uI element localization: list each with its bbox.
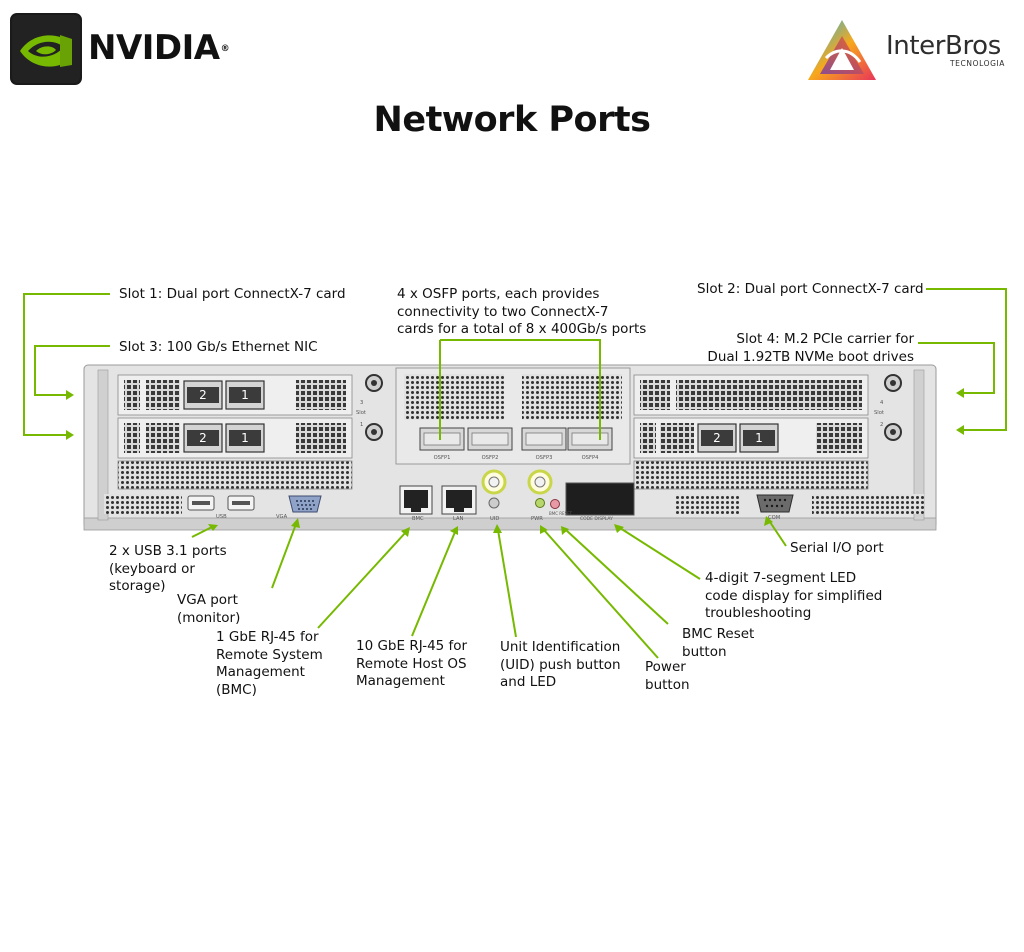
vga-line	[271, 523, 297, 589]
com-label: COM	[768, 515, 780, 521]
osfp-port-label: OSFP4	[582, 455, 599, 461]
usb-ports	[187, 495, 255, 511]
uid-button	[481, 469, 507, 509]
slot4-card	[633, 374, 869, 416]
vga-port	[288, 495, 322, 513]
callout-vga: VGA port (monitor)	[177, 592, 241, 626]
callout-osfp: 4 x OSFP ports, each provides connectivi…	[397, 286, 647, 337]
slot1-port-opening	[229, 387, 261, 403]
lan-rj45-port	[441, 485, 477, 515]
bmc-label: BMC	[412, 516, 424, 522]
nvidia-eye-icon	[10, 13, 82, 85]
vga-label: VGA	[276, 514, 288, 520]
io-vent-mid	[676, 494, 740, 514]
marker-right-mid: Slot	[874, 410, 884, 416]
bmc-reset-line	[565, 529, 669, 625]
bmc-reset-label: BMC RESET	[549, 511, 573, 516]
interbros-wordmark: InterBros	[886, 31, 1001, 61]
osfp-line-2	[440, 339, 601, 440]
marker-right-bottom: 2	[880, 422, 883, 428]
pwr-label: PWR	[531, 516, 543, 522]
slot3-port-number: 2	[199, 431, 207, 445]
bmc-reset-button	[550, 499, 560, 509]
callout-bmc-reset: BMC Reset button	[682, 626, 755, 660]
callout-usb: 2 x USB 3.1 ports (keyboard or storage)	[109, 543, 227, 594]
interbros-emblem-icon	[808, 20, 876, 80]
serial-line	[769, 521, 787, 547]
osfp-port-label: OSFP3	[536, 455, 553, 461]
io-vent-right	[812, 494, 924, 514]
slot1-port-number: 2	[199, 388, 207, 402]
slot3-port-opening	[229, 430, 261, 446]
thumb-screws	[365, 374, 902, 441]
osfp-port-label: OSFP1	[434, 455, 451, 461]
slot1-line	[23, 293, 110, 436]
power-line	[543, 529, 659, 659]
lan-line	[411, 531, 456, 637]
slot2-port-number: 1	[755, 431, 763, 445]
callout-arrowheads	[208, 516, 773, 537]
left-vent	[117, 460, 353, 490]
marker-left-top: 3	[360, 400, 363, 406]
uid-line	[497, 529, 517, 638]
nvidia-wordmark: NVIDIA®	[88, 28, 230, 68]
slot2-port-number: 2	[713, 431, 721, 445]
osfp-latch	[571, 432, 609, 446]
slot2-arrow	[956, 425, 964, 435]
lan-label: LAN	[453, 516, 464, 522]
slot1-arrow	[66, 430, 74, 440]
callout-power: Power button	[645, 659, 690, 693]
slot3-arrow	[66, 390, 74, 400]
slot1-port-opening	[187, 387, 219, 403]
marker-right-top: 4	[880, 400, 884, 406]
callout-serial: Serial I/O port	[790, 540, 884, 556]
callout-slot4: Slot 4: M.2 PCIe carrier for Dual 1.92TB…	[707, 331, 914, 365]
callout-slot2: Slot 2: Dual port ConnectX-7 card	[697, 281, 924, 297]
led-display-line	[619, 527, 701, 580]
callout-slot3: Slot 3: 100 Gb/s Ethernet NIC	[119, 339, 318, 355]
slot4-line	[918, 342, 995, 394]
slot3-port-number: 1	[241, 431, 249, 445]
callout-bmc-port: 1 GbE RJ-45 for Remote System Management…	[216, 629, 323, 698]
callout-led-display: 4-digit 7-segment LED code display for s…	[705, 570, 883, 621]
serial-port	[756, 494, 794, 513]
bmc-rj45-port	[399, 485, 433, 515]
right-vent	[633, 460, 869, 490]
page-title: Network Ports	[373, 100, 651, 140]
slot2-port-opening	[701, 430, 733, 446]
osfp-latch	[471, 432, 509, 446]
slot3-line	[34, 345, 110, 396]
interbros-subtitle: TECNOLOGIA	[950, 59, 1006, 68]
io-vent-left	[104, 494, 182, 514]
usb-line	[191, 526, 213, 538]
code-display	[565, 482, 635, 516]
callout-slot1: Slot 1: Dual port ConnectX-7 card	[119, 286, 346, 302]
slot3-port-opening	[187, 430, 219, 446]
card-port-cages: 2 1 2 1 2 1	[183, 380, 779, 453]
marker-left-mid: Slot	[356, 410, 366, 416]
osfp-latch	[423, 432, 461, 446]
power-button	[527, 469, 553, 508]
uid-label: UID	[490, 516, 499, 522]
callout-uid: Unit Identification (UID) push button an…	[500, 639, 621, 690]
bmc-line	[317, 531, 407, 629]
slot2-port-opening	[743, 430, 775, 446]
slot1-port-number: 1	[241, 388, 249, 402]
osfp-port-label: OSFP2	[482, 455, 499, 461]
marker-left-bottom: 1	[360, 422, 363, 428]
callout-lines	[23, 288, 1007, 659]
usb-label: USB	[216, 514, 227, 520]
callout-lan-port: 10 GbE RJ-45 for Remote Host OS Manageme…	[356, 638, 468, 689]
slot4-arrow	[956, 388, 964, 398]
code-display-label: CODE DISPLAY	[580, 516, 613, 522]
osfp-latch	[525, 432, 563, 446]
slot2-line	[926, 288, 1007, 431]
osfp-port-cages: OSFP1 OSFP2 OSFP3 OSFP4	[419, 427, 613, 461]
